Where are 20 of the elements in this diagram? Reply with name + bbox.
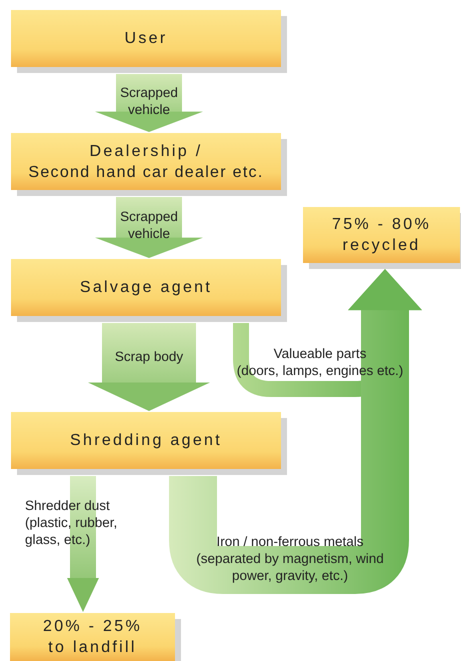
process-box — [11, 133, 281, 190]
process-box — [11, 10, 281, 67]
edge-label: Scrap body — [114, 348, 184, 365]
flow-arrow — [88, 323, 210, 411]
process-box — [303, 207, 460, 263]
node-label: User — [124, 29, 168, 49]
flow-arrow — [67, 476, 99, 612]
node-label: Dealership / — [90, 142, 202, 162]
node-label: Second hand car dealer etc. — [28, 162, 264, 182]
edge-label: Scrapped vehicle — [119, 84, 179, 118]
node-label: 20% - 25% to landfill — [42, 617, 143, 658]
node-label: Shredding agent — [70, 431, 222, 451]
flow-arrow — [95, 197, 203, 258]
process-box — [11, 412, 281, 469]
flow-arrow — [95, 74, 203, 132]
edge-label: Scrapped vehicle — [119, 208, 179, 242]
process-box — [10, 613, 175, 661]
process-box — [11, 259, 281, 316]
node-label: Salvage agent — [80, 278, 212, 298]
node-label: 75% - 80% recycled — [331, 215, 432, 256]
